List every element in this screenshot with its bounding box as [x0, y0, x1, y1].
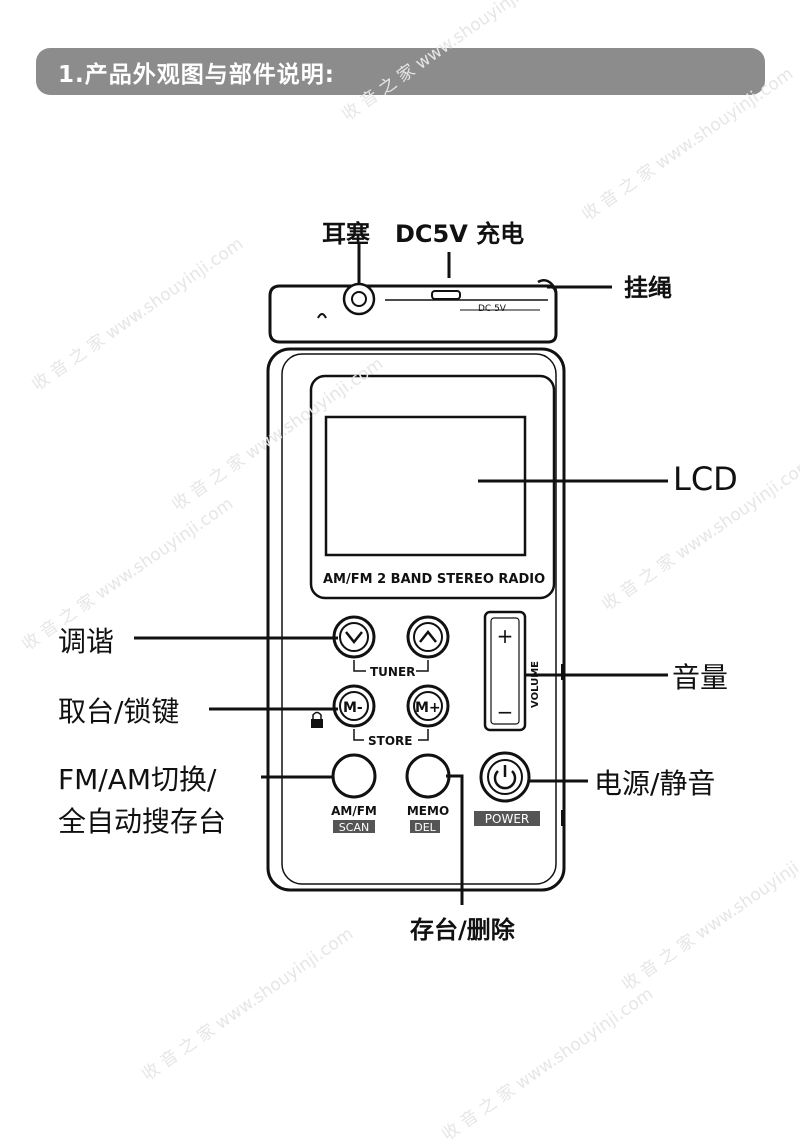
volume-minus-icon: − — [497, 700, 514, 724]
device-front-view: AM/FM 2 BAND STEREO RADIO TUNER M- M+ ST… — [266, 347, 566, 892]
callout-memo-delete: 存台/删除 — [410, 916, 515, 944]
power-icon — [493, 765, 517, 790]
del-label: DEL — [414, 821, 436, 834]
memo-label: MEMO — [407, 804, 449, 818]
store-label: STORE — [368, 734, 412, 748]
memo-del-button[interactable] — [405, 753, 451, 799]
del-label-bg — [410, 820, 440, 833]
top-dc-label: DC 5V — [478, 304, 507, 314]
tuner-label: TUNER — [370, 665, 415, 679]
m-plus-label: M+ — [415, 700, 441, 716]
section-header-bar: 1.产品外观图与部件说明: — [36, 48, 765, 95]
lock-icon — [311, 711, 323, 728]
chevron-down-icon — [345, 631, 363, 645]
radio-model-label: AM/FM 2 BAND STEREO RADIO — [323, 572, 545, 587]
callout-earphone: 耳塞 — [322, 220, 370, 248]
amfm-label: AM/FM — [331, 804, 377, 818]
volume-plus-icon: + — [497, 624, 514, 648]
callout-dc-charge: DC5V 充电 — [395, 220, 525, 248]
callout-lanyard: 挂绳 — [624, 274, 672, 302]
power-label-bg — [474, 811, 540, 826]
usb-port-icon — [431, 290, 461, 300]
lcd-screen — [324, 415, 527, 557]
callout-tuning: 调谐 — [58, 625, 115, 658]
callout-lcd: LCD — [673, 460, 738, 498]
scan-label: SCAN — [339, 821, 369, 834]
scan-label-bg — [333, 820, 375, 833]
chevron-up-icon — [419, 629, 437, 643]
device-top-view: DC 5V — [268, 279, 558, 344]
callout-auto-scan: 全自动搜存台 — [58, 805, 227, 838]
m-minus-label: M- — [343, 700, 363, 716]
section-title: 1.产品外观图与部件说明: — [58, 62, 335, 88]
callout-recall-lock: 取台/锁键 — [58, 695, 180, 728]
power-label: POWER — [485, 812, 529, 826]
volume-rocker[interactable] — [483, 610, 527, 732]
volume-label: VOLUME — [530, 661, 541, 708]
amfm-scan-button[interactable] — [331, 753, 377, 799]
headphone-icon — [317, 313, 327, 319]
callout-volume: 音量 — [672, 661, 729, 694]
callout-power-mute: 电源/静音 — [594, 767, 716, 800]
callout-mode-switch: FM/AM切换/ — [58, 763, 217, 796]
